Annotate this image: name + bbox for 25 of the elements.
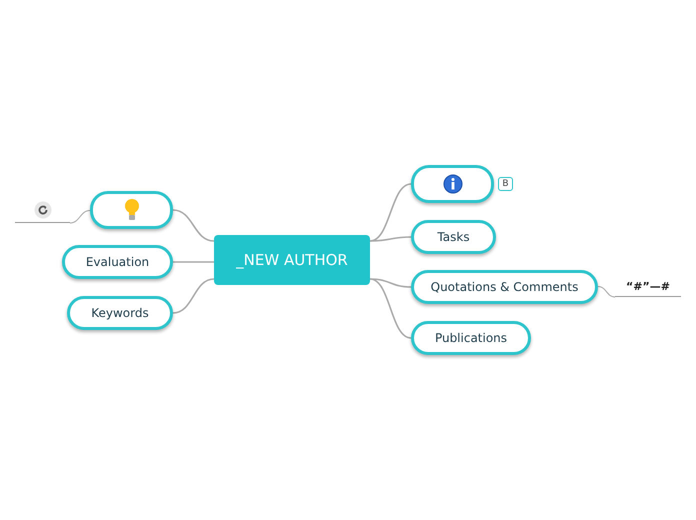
topic-text: Quotations & Comments: [430, 280, 578, 294]
topic-text: Keywords: [91, 306, 149, 320]
topic-text: Publications: [434, 331, 508, 345]
branch-line: [370, 183, 412, 242]
topic-box: [62, 245, 173, 279]
topic-box: [411, 321, 531, 355]
topic-text: “#”—#: [626, 280, 670, 292]
badge-label: B: [498, 177, 513, 191]
topic-box: [67, 296, 173, 330]
topic-box: [90, 191, 173, 229]
central-topic-box: [214, 235, 370, 285]
branch-line: [370, 278, 412, 339]
topic-text: Tasks: [437, 230, 470, 244]
branch-line: [173, 261, 214, 263]
topic-text: Evaluation: [86, 255, 150, 269]
branch-line: [370, 236, 412, 242]
branch-line: [172, 278, 214, 314]
topic-box: [411, 165, 494, 203]
branch-line: [598, 286, 616, 298]
branch-line: [370, 278, 412, 288]
branch-line: [172, 209, 214, 242]
branch-line: [70, 210, 90, 224]
topic-box: [411, 220, 496, 254]
topic-text: _NEW AUTHOR: [236, 251, 348, 269]
topic-box: [411, 270, 598, 304]
